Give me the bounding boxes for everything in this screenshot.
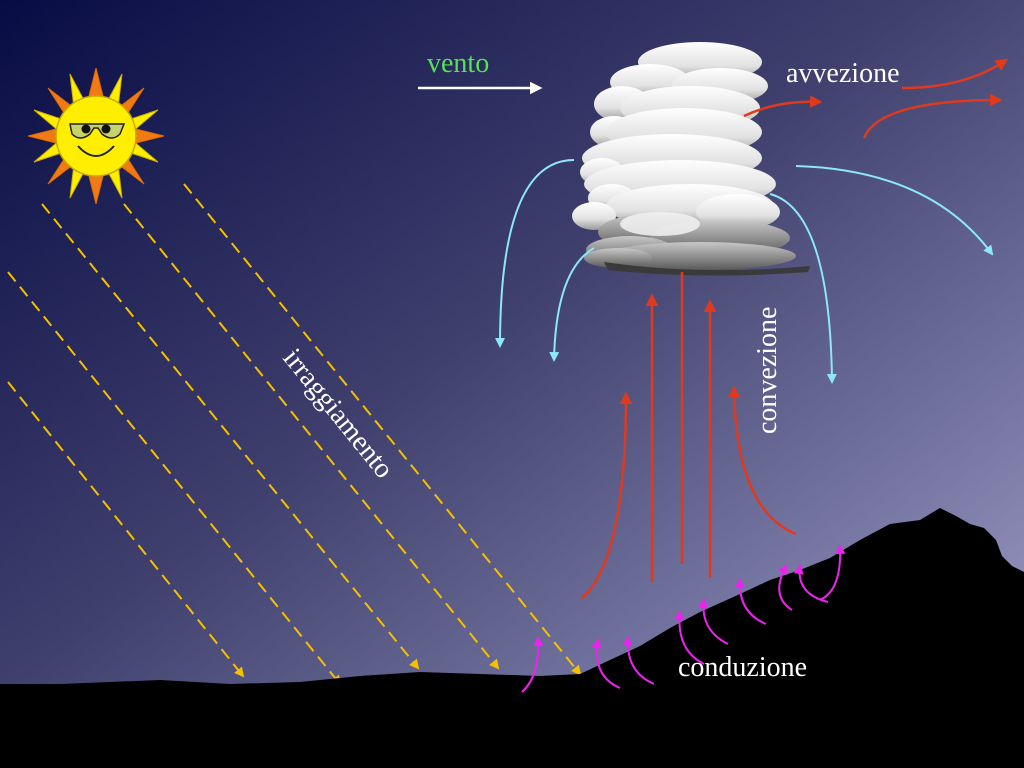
conduction-arrow [777, 564, 793, 611]
radiation-rays [7, 183, 582, 686]
conduction-arrow [674, 610, 705, 665]
ground-silhouette [0, 508, 1024, 768]
sun-face [55, 95, 137, 177]
wind-label: vento [427, 48, 489, 79]
convection-arrow [581, 391, 633, 599]
conduction-arrows [521, 544, 846, 693]
downdraft-arrow [769, 193, 837, 384]
conduction-arrow [793, 564, 829, 603]
downdraft-arrow [795, 165, 994, 256]
advection-label: avvezione [786, 58, 900, 89]
radiation-ray [123, 203, 500, 670]
sun-smile [77, 145, 115, 157]
cloud-icon [572, 42, 810, 276]
downdraft-arrow [495, 159, 575, 348]
conduction-arrow [521, 636, 544, 693]
convection-arrow [727, 385, 797, 536]
sun-eye-left [81, 124, 91, 134]
radiation-ray [41, 203, 420, 670]
radiation-ray [7, 381, 245, 678]
convection-arrows [581, 272, 797, 599]
advection-arrow [743, 95, 823, 118]
conduction-arrow [734, 578, 767, 625]
downdraft-arrows [495, 159, 994, 384]
advection-arrow [862, 93, 1003, 139]
downdraft-arrow [549, 247, 595, 362]
advection-arrows [743, 58, 1009, 139]
conduction-arrow [591, 638, 621, 689]
conduction-label: conduzione [678, 652, 807, 683]
conduction-arrow [819, 544, 846, 601]
sun-icon [27, 67, 165, 205]
conduction-arrow [622, 636, 655, 685]
radiation-ray [7, 271, 342, 686]
advection-arrow [901, 58, 1009, 90]
radiation-ray [183, 183, 582, 676]
convection-label: convezione [752, 307, 783, 435]
cloud-base [604, 262, 810, 276]
sun-eye-right [101, 124, 111, 134]
conduction-arrow [697, 598, 729, 645]
